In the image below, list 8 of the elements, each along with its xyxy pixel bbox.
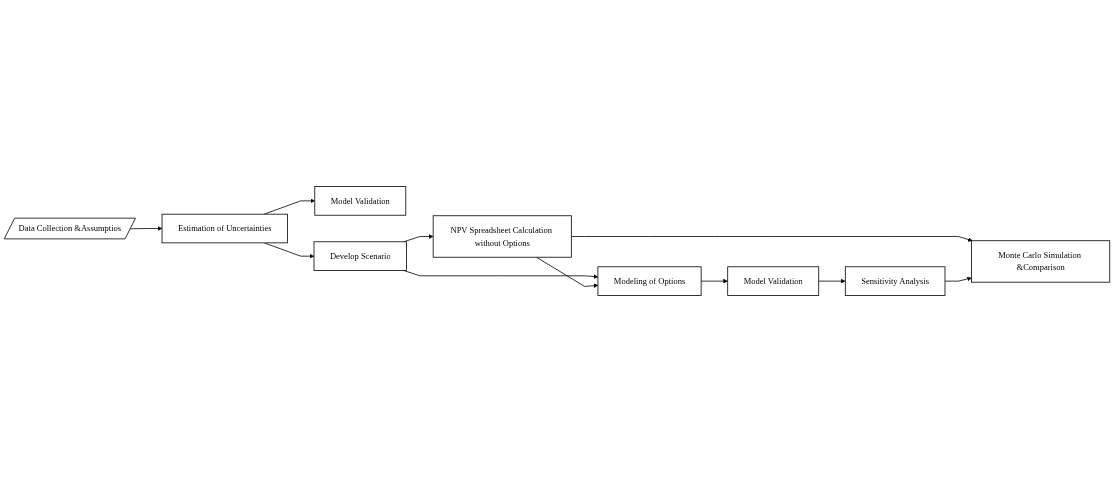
- node-box: Model Validation: [314, 186, 407, 216]
- node-box: Sensitivity Analysis: [844, 266, 946, 296]
- node-box: Modeling of Options: [597, 266, 702, 296]
- node-box: Monte Carlo Simulation &Comparison: [971, 240, 1111, 283]
- node-box: Develop Scenario: [313, 241, 407, 271]
- node-box: Model Validation: [727, 266, 820, 296]
- node-box: Estimation of Uncertainties: [161, 213, 288, 244]
- node-box: NPV Spreadsheet Calculation without Options: [432, 215, 572, 258]
